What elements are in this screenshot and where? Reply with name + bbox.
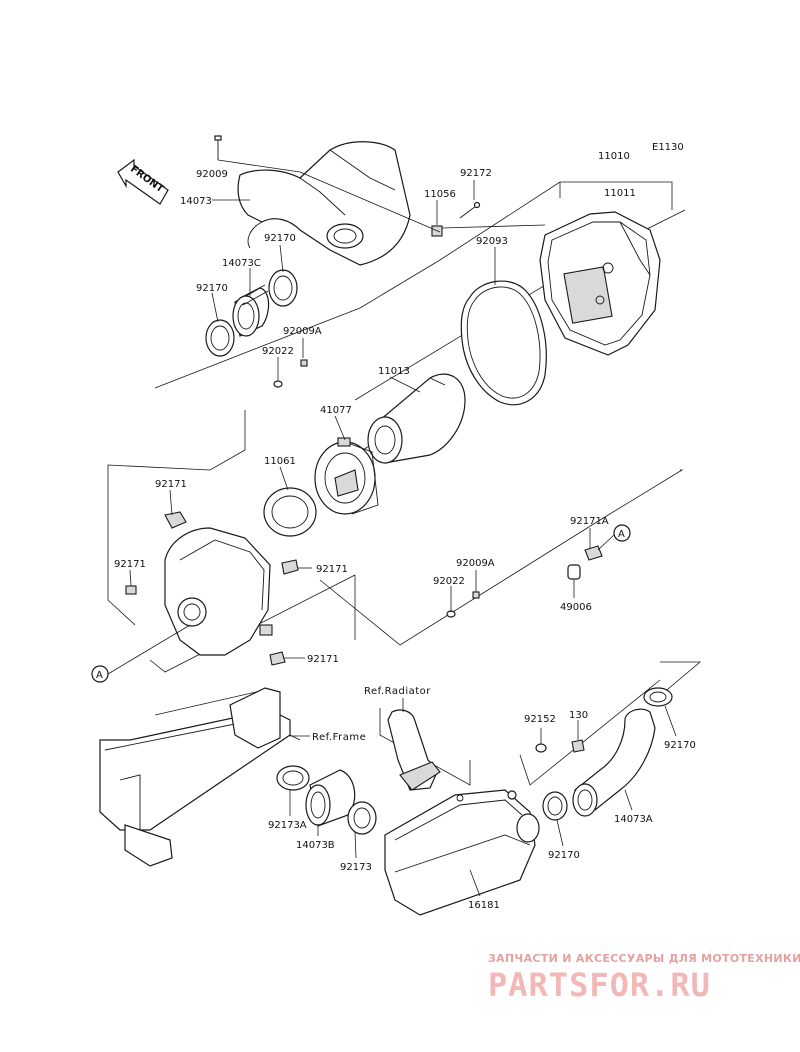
clip-92171-c-icon — [281, 559, 299, 575]
clamp-92173A — [276, 765, 310, 791]
callout-92173: 92173 — [340, 862, 372, 873]
callout-92009A-mid: 92009A — [456, 558, 495, 569]
screw-92009-icon — [214, 135, 222, 160]
clamp-92170-top — [268, 269, 298, 307]
callout-14073A: 14073A — [614, 814, 653, 825]
callout-92170-top: 92170 — [264, 233, 296, 244]
callout-49006: 49006 — [560, 602, 592, 613]
callout-11056: 11056 — [424, 189, 456, 200]
callout-11013: 11013 — [378, 366, 410, 377]
callout-11011: 11011 — [604, 188, 636, 199]
screw-92009A-mid-icon — [472, 591, 480, 599]
washer-92152-icon — [535, 743, 547, 753]
callout-16181: 16181 — [468, 900, 500, 911]
seal-11061 — [263, 487, 317, 537]
callout-130: 130 — [569, 710, 588, 721]
screw-92009A-top-icon — [300, 359, 308, 367]
clip-92171-d-icon — [269, 651, 286, 666]
callout-92009: 92009 — [196, 169, 228, 180]
front-arrow-icon: FRONT — [117, 158, 169, 205]
ref-marker-a-right: A — [613, 524, 631, 542]
air-filter-element-11013 — [367, 373, 466, 464]
callout-11010: 11010 — [598, 151, 630, 162]
ref-marker-a-left: A — [91, 665, 109, 683]
clip-92171A-icon — [584, 545, 603, 561]
clamp-92173 — [347, 801, 377, 835]
callout-11061: 11061 — [264, 456, 296, 467]
marker-a-right-label: A — [618, 529, 625, 540]
clamp-92170-r2 — [542, 791, 568, 821]
clip-92171-b-icon — [125, 585, 137, 595]
callout-92172: 92172 — [460, 168, 492, 179]
bolt-92172-icon — [459, 201, 481, 219]
frame-section — [99, 687, 291, 867]
callout-92171A: 92171A — [570, 516, 609, 527]
callout-92170-r2: 92170 — [548, 850, 580, 861]
intake-duct-14073 — [237, 141, 411, 266]
watermark-logo: PARTSFOR.RU — [488, 966, 711, 1004]
air-cleaner-cover — [164, 527, 273, 656]
bolt-130-icon — [571, 739, 585, 753]
callout-92093: 92093 — [476, 236, 508, 247]
watermark: ЗАПЧАСТИ И АКСЕССУАРЫ ДЛЯ МОТОТЕХНИКИ PA… — [488, 952, 800, 1004]
callout-92171-d: 92171 — [307, 654, 339, 665]
ref-radiator-label: Ref.Radiator — [364, 686, 431, 697]
duct-14073A — [572, 708, 656, 817]
air-cleaner-case-11011 — [539, 211, 661, 356]
watermark-tagline: ЗАПЧАСТИ И АКСЕССУАРЫ ДЛЯ МОТОТЕХНИКИ — [488, 952, 800, 965]
callout-92171-b: 92171 — [114, 559, 146, 570]
callout-92171-c: 92171 — [316, 564, 348, 575]
box-16181 — [384, 789, 540, 916]
callout-92152: 92152 — [524, 714, 556, 725]
ref-frame-label: Ref.Frame — [312, 732, 366, 743]
diagram-code: E1130 — [652, 142, 684, 153]
callout-14073B: 14073B — [296, 840, 335, 851]
cap-49006-icon — [567, 564, 581, 580]
clip-92171-a-icon — [164, 511, 187, 529]
callout-92173A: 92173A — [268, 820, 307, 831]
callout-labels: 92009 14073 92172 11056 11010 11011 9217… — [114, 151, 696, 911]
callout-92022-mid: 92022 — [433, 576, 465, 587]
callout-41077: 41077 — [320, 405, 352, 416]
callout-92022-top: 92022 — [262, 346, 294, 357]
marker-a-left-label: A — [96, 670, 103, 681]
callout-92170-left: 92170 — [196, 283, 228, 294]
callout-92171-a: 92171 — [155, 479, 187, 490]
leader-lines — [129, 180, 677, 897]
clamp-92170-left — [205, 319, 235, 357]
callout-92170-r1: 92170 — [664, 740, 696, 751]
washer-92022-top-icon — [273, 380, 283, 388]
radiator-elbow — [387, 709, 441, 791]
callout-92009A-top: 92009A — [283, 326, 322, 337]
gasket-92093 — [460, 280, 547, 406]
joint-14073C — [232, 284, 270, 337]
callout-14073: 14073 — [180, 196, 212, 207]
duct-14073B — [305, 769, 356, 827]
filter-holder-41077 — [314, 437, 379, 515]
clamp-92170-r1 — [643, 687, 673, 707]
callout-14073C: 14073C — [222, 258, 261, 269]
